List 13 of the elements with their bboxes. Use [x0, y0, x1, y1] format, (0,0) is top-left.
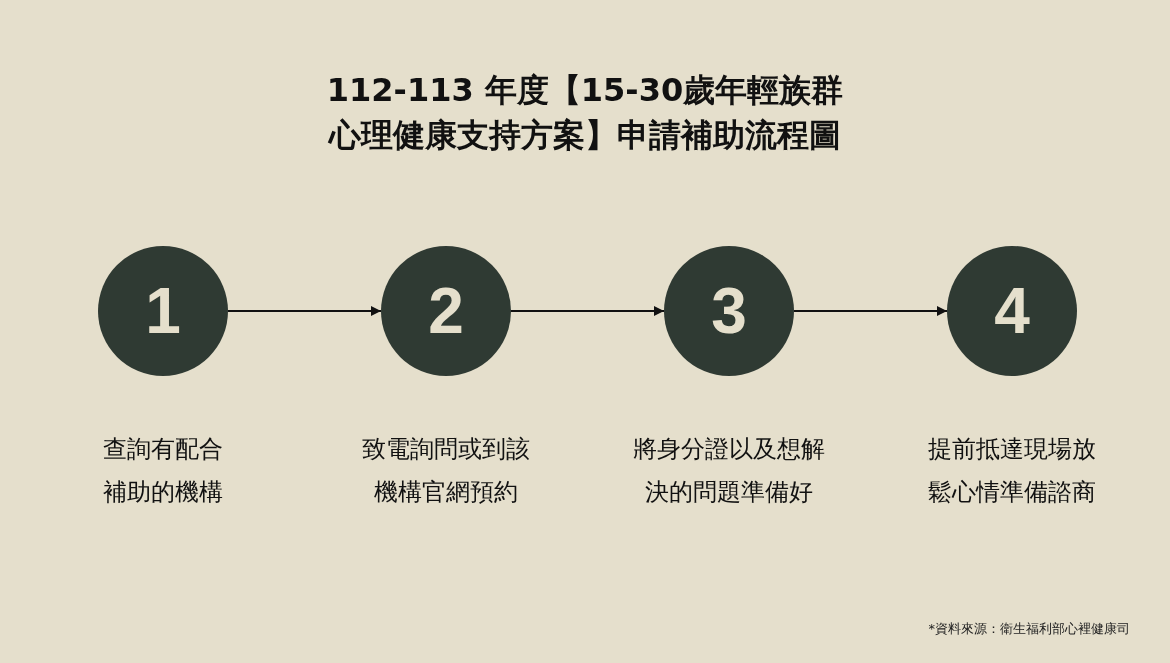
arrow: [227, 306, 382, 316]
arrow: [793, 306, 948, 316]
step-number: 2: [428, 274, 464, 348]
title: 112-113 年度【15-30歲年輕族群心理健康支持方案】申請補助流程圖: [325, 70, 845, 156]
step-description: 致電詢問或到該機構官網預約: [361, 434, 531, 508]
step-description: 將身分證以及想解決的問題準備好: [632, 434, 826, 508]
step-description: 提前抵達現場放鬆心情準備諮商: [927, 434, 1097, 508]
step-number: 1: [145, 274, 181, 348]
step-description: 查詢有配合補助的機構: [102, 434, 224, 508]
source-note: *資料來源：衛生福利部心裡健康司: [928, 620, 1130, 638]
step-number: 3: [711, 274, 747, 348]
step-number: 4: [994, 274, 1030, 348]
arrow: [510, 306, 665, 316]
